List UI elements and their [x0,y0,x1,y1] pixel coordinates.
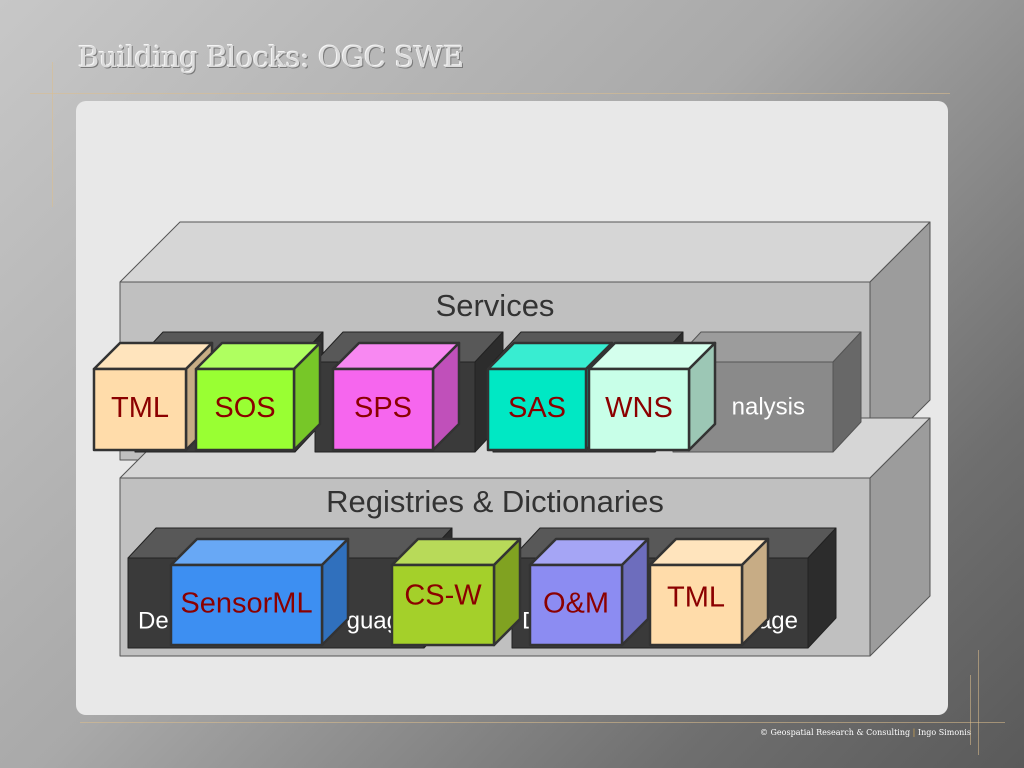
cube-9-label: TML [667,582,725,614]
cube-1-front [92,367,188,452]
cube-3-label: SPS [354,392,412,424]
footer-org: © Geospatial Research & Consulting [760,728,911,737]
footer-author: Ingo Simonis [917,728,971,737]
cube-2-front [194,367,296,452]
cube-8-front [528,563,624,647]
cube-3 [331,341,461,452]
cube-1-label: TML [111,392,169,424]
background-block-5-text: De [138,607,169,634]
deco-vertical-line-bottom-2 [970,675,971,745]
cube-6 [169,537,350,647]
cube-4-front [486,367,588,452]
cube-9-front [648,563,744,647]
layer-2-label: Registries & Dictionaries [326,484,664,519]
background-block-4-text: nalysis [732,393,805,420]
layer-1-label: Services [436,288,555,323]
cube-7-label: CS-W [404,580,482,612]
deco-horizontal-line-bottom [80,722,1005,723]
cube-2-label: SOS [214,392,275,424]
deco-horizontal-line-top [30,93,950,94]
cube-6-label: SensorML [180,588,312,620]
cube-6-top [169,537,350,567]
deco-vertical-line-top [52,62,53,207]
cube-8 [528,537,650,647]
cube-4-label: SAS [508,392,566,424]
cube-8-label: O&M [543,588,609,620]
cube-3-front [331,367,435,452]
layer-1-box-top [119,221,931,283]
cube-5-front [587,367,691,452]
footer-separator: | [912,728,916,737]
cube-5-label: WNS [605,392,673,424]
cube-5 [587,341,717,452]
slide-title: Building Blocks: OGC SWE [78,40,464,74]
deco-vertical-line-bottom [978,650,979,755]
cube-7 [390,537,522,647]
cube-7-front [390,563,496,647]
footer: © Geospatial Research & Consulting | Ing… [760,728,971,737]
cube-2 [194,341,322,452]
cube-6-front [169,563,324,647]
cube-9 [648,537,770,647]
